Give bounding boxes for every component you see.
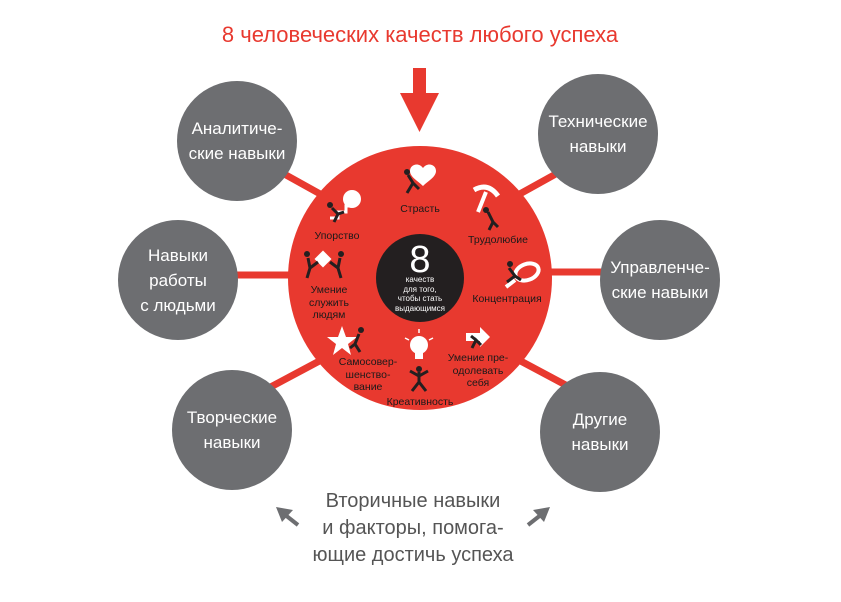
lightbulb-figure-icon [404,329,434,359]
skill-label-people: Навыки работы с людьми [140,245,216,315]
quality-label-self-overcoming: Умение пре- одолевать себя [447,352,509,389]
skill-circle-other [540,372,660,492]
skill-label-technical: Технические навыки [548,112,648,156]
heart-figure-icon [404,164,436,194]
skill-label-creative: Творческие навыки [186,408,278,452]
quality-label-concentration: Концентрация [472,293,542,305]
center-caption: качеств для того, чтобы стать выдающимся [395,275,445,313]
skill-label-analytical: Аналитиче- ские навыки [188,119,286,163]
quality-label-diligence: Трудолюбие [468,234,528,246]
quality-label-self-improvement: Самосовер- шенство- вание [338,356,398,393]
diagram-title: 8 человеческих качеств любого успеха [221,22,619,47]
quality-label-serving-people: Умение служить людям [309,284,349,321]
center-dark-circle [376,234,464,322]
down-arrow-icon [400,68,439,132]
star-figure-icon [327,326,364,355]
center-number: 8 [409,239,431,281]
arrow-figure-icon [466,327,490,349]
skill-circle-people [118,220,238,340]
skill-circle-management [600,220,720,340]
stairs-figure-icon [327,190,361,223]
skill-label-other: Другие навыки [571,410,629,454]
quality-label-persistence: Упорство [314,230,360,242]
skill-circle-analytical [177,81,297,201]
right-diagonal-arrow-icon [526,507,550,527]
serving-figure-icon [304,250,344,279]
pickaxe-figure-icon [472,184,501,231]
skill-circles [118,74,720,492]
skill-circle-creative [172,370,292,490]
skill-label-management: Управленче- ские навыки [610,258,710,302]
skill-circle-technical [538,74,658,194]
quality-label-passion: Страсть [400,203,440,215]
secondary-factors-caption: Вторичные навыки и факторы, помога- ющие… [312,490,514,566]
magnifier-figure-icon [504,261,541,289]
left-diagonal-arrow-icon [276,507,300,527]
quality-label-creativity: Креативность [386,396,454,408]
jumping-figure-icon [409,366,429,392]
